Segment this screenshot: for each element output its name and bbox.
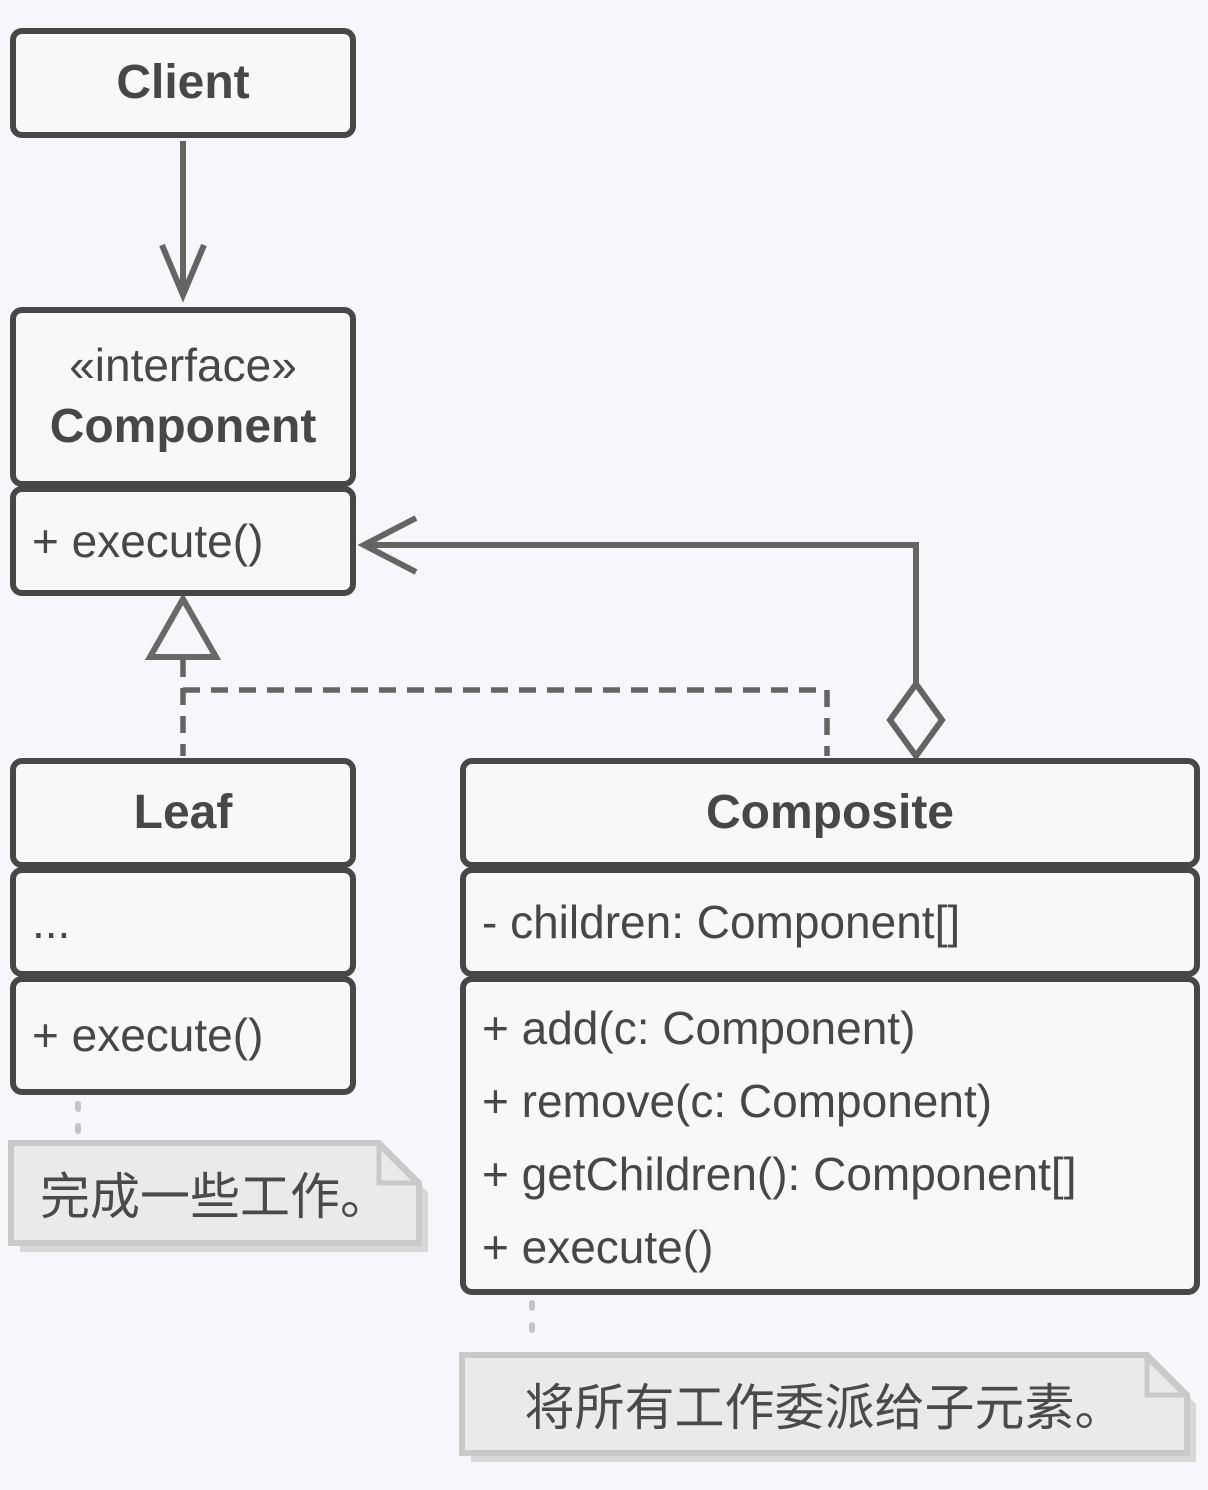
method-item: + execute() (32, 1009, 264, 1061)
class-box-client: Client (10, 28, 356, 138)
class-box-composite: Composite - children: Component[] + add(… (460, 758, 1200, 1295)
realization-line-composite (183, 687, 830, 756)
note-composite: 将所有工作委派给子元素。 (459, 1352, 1200, 1466)
class-name: Leaf (133, 785, 233, 839)
class-box-component: «interface» Component + execute() (10, 307, 356, 596)
aggregation-line-composite-component (357, 515, 946, 762)
methods-compartment-leaf: + execute() (10, 976, 356, 1095)
method-item: + execute() (482, 1221, 714, 1273)
class-name: Component (49, 399, 317, 453)
aggregation-diamond-icon (886, 678, 946, 762)
class-title-component: «interface» Component (10, 307, 356, 487)
class-name: Client (116, 55, 250, 109)
inheritance-triangle-icon (144, 592, 222, 660)
methods-compartment-composite: + add(c: Component) + remove(c: Componen… (460, 976, 1200, 1295)
method-item: + add(c: Component) (482, 1002, 916, 1054)
method-item: + execute() (32, 514, 264, 567)
stereotype-label: «interface» (69, 339, 297, 392)
note-text: 将所有工作委派给子元素。 (524, 1380, 1125, 1436)
methods-compartment-component: + execute() (10, 486, 356, 596)
note-leaf: 完成一些工作。 (8, 1140, 432, 1256)
dependency-arrow-client-to-component (159, 141, 207, 303)
method-item: + remove(c: Component) (482, 1075, 993, 1127)
attribute-item: ... (32, 895, 71, 948)
attributes-compartment-leaf: ... (10, 867, 356, 977)
note-shape-icon (8, 1140, 428, 1252)
attributes-compartment-composite: - children: Component[] (460, 867, 1200, 977)
class-title-composite: Composite (460, 758, 1200, 868)
note-shape-icon (459, 1352, 1196, 1462)
note-text: 完成一些工作。 (40, 1169, 390, 1225)
attribute-item: - children: Component[] (482, 895, 961, 948)
class-title-client: Client (10, 28, 356, 138)
class-name: Composite (705, 785, 954, 839)
class-title-leaf: Leaf (10, 758, 356, 868)
method-item: + getChildren(): Component[] (482, 1148, 1077, 1200)
class-box-leaf: Leaf ... + execute() (10, 758, 356, 1095)
